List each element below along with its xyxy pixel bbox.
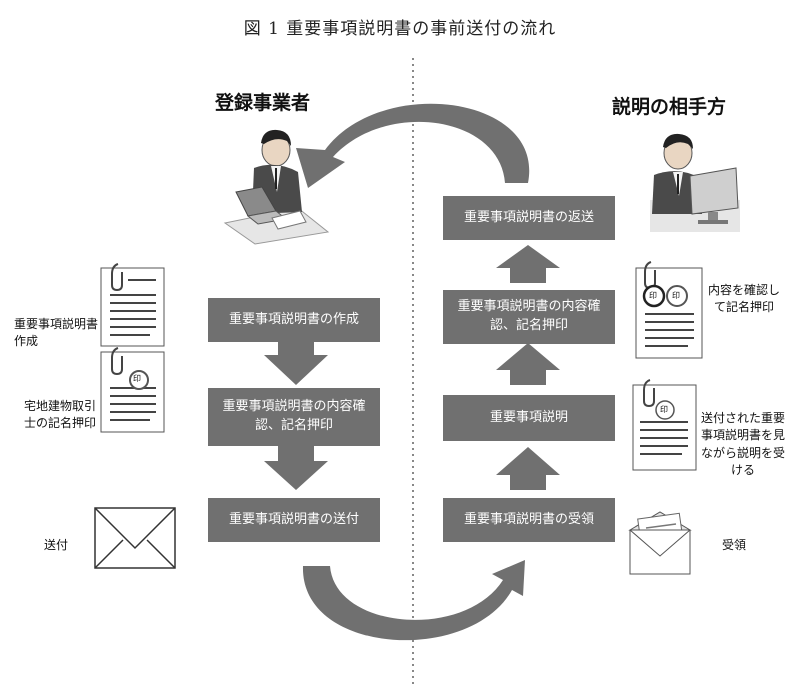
label-send: 送付: [44, 538, 69, 552]
right-party-title: 説明の相手方: [612, 96, 727, 118]
stamp-mark: 印: [672, 291, 680, 300]
down-arrow-2: [264, 446, 328, 490]
document-icon: [100, 263, 165, 347]
down-arrow-1: [264, 340, 328, 385]
stamped-document-icon: [635, 261, 703, 359]
label-broker-seal: 宅地建物取引士の記名押印: [24, 399, 97, 431]
step-confirm-seal-recipient: 重要事項説明書の内容確認、記名押印: [443, 290, 615, 344]
label-document-created: 重要事項説明書作成: [14, 317, 99, 349]
stamp-mark: 印: [133, 374, 141, 383]
step-explanation: 重要事項説明: [443, 395, 615, 441]
label-receive-explanation: 送付された重要事項説明書を見ながら説明を受ける: [700, 411, 785, 478]
up-arrow-3: [496, 447, 560, 490]
person-at-laptop-icon: [223, 129, 330, 245]
person-at-monitor-icon: [650, 133, 740, 232]
stamped-document-icon: [632, 379, 697, 471]
stamp-mark: 印: [660, 405, 668, 414]
bottom-send-arrow: [302, 560, 525, 641]
step-create: 重要事項説明書の作成: [208, 298, 380, 342]
stamp-mark: 印: [649, 291, 657, 300]
envelope-open-icon: [628, 511, 692, 575]
top-return-arrow: [296, 103, 530, 188]
step-send: 重要事項説明書の送付: [208, 498, 380, 542]
step-receive: 重要事項説明書の受領: [443, 498, 615, 542]
left-party-title: 登録事業者: [215, 92, 311, 114]
up-arrow-1: [496, 245, 560, 283]
figure-title: 図 1 重要事項説明書の事前送付の流れ: [243, 19, 557, 39]
envelope-closed-icon: [94, 507, 176, 569]
stamped-document-icon: [100, 347, 165, 433]
step-return: 重要事項説明書の返送: [443, 196, 615, 240]
step-confirm-seal: 重要事項説明書の内容確認、記名押印: [208, 388, 380, 446]
up-arrow-2: [496, 343, 560, 385]
label-confirm-seal: 内容を確認して記名押印: [707, 283, 780, 315]
label-received: 受領: [722, 538, 747, 552]
